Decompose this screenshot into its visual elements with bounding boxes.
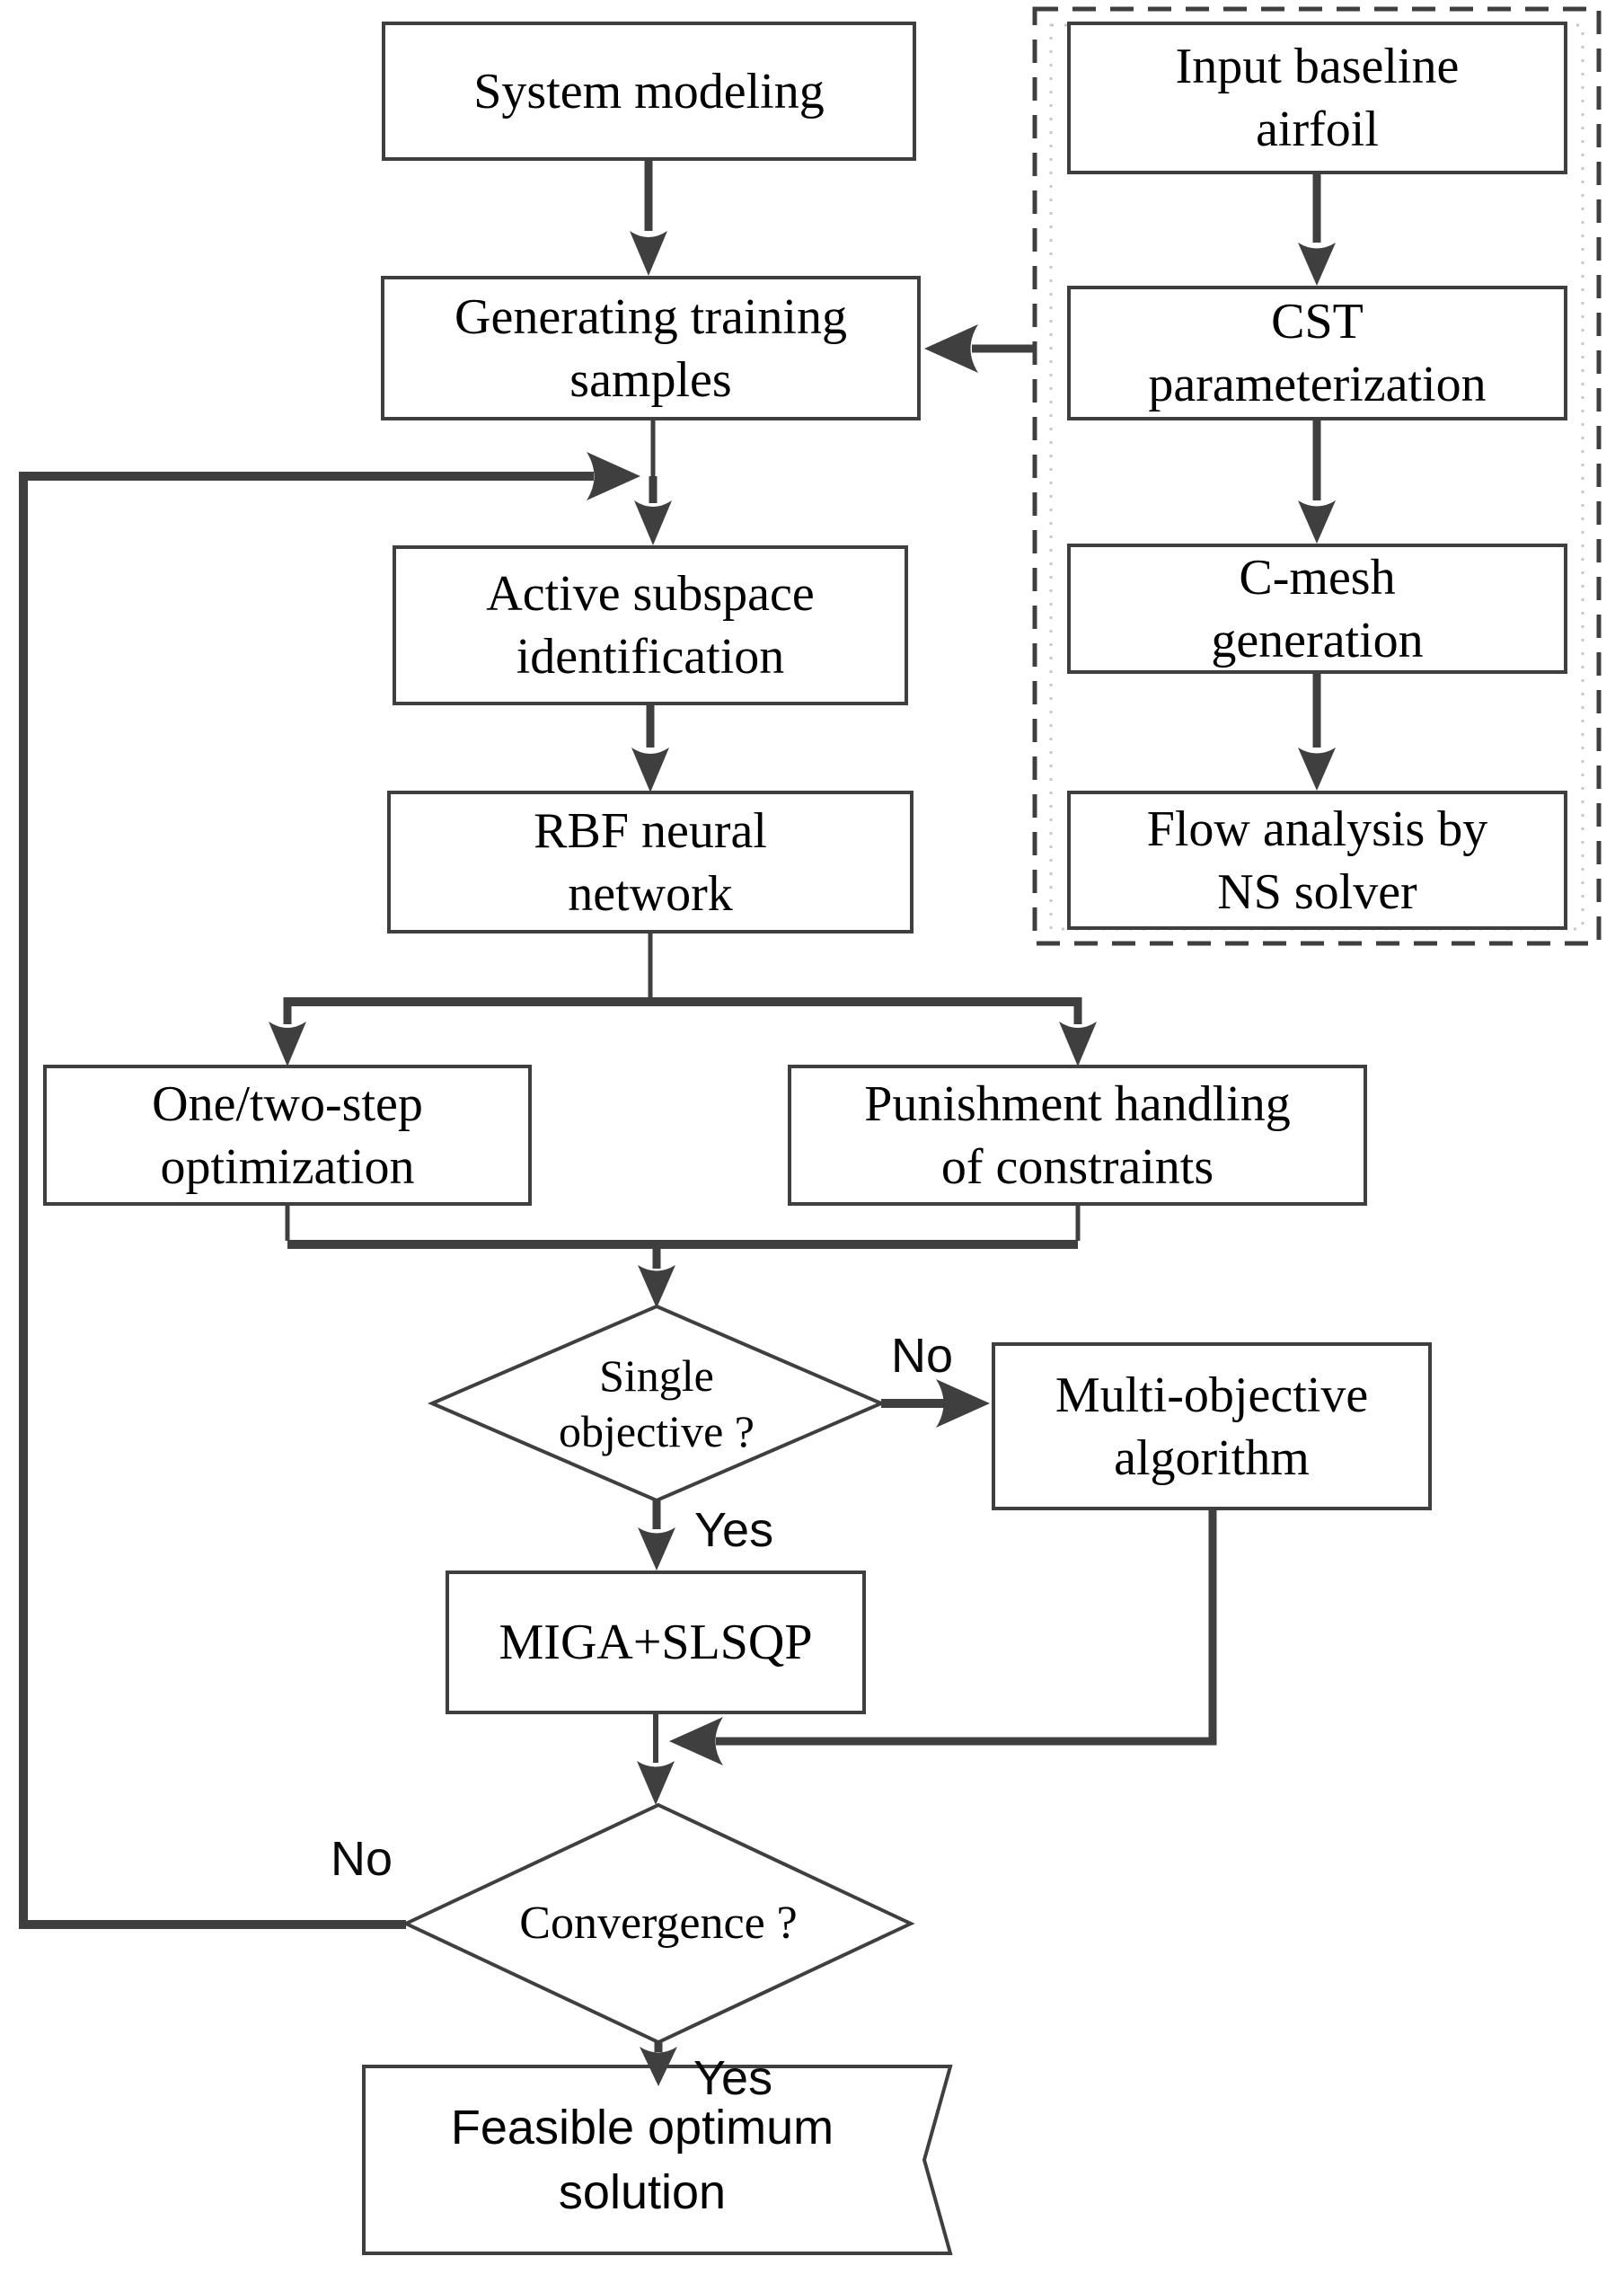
arrowhead-convergence-to-flag xyxy=(640,2047,677,2086)
label-convergence-yes: Yes xyxy=(693,2051,773,2105)
multi-objective-return-path xyxy=(716,1510,1217,1746)
arrowhead-split-left xyxy=(269,1022,306,1066)
convergence-diamond xyxy=(402,1802,915,2045)
node-label: Active subspace xyxy=(486,566,815,622)
node-label: C-mesh xyxy=(1239,549,1396,606)
label-single-yes: Yes xyxy=(694,1503,774,1557)
node-label: System modeling xyxy=(473,63,825,119)
cfd-group-dashed-border xyxy=(1032,6,1602,946)
arrowhead-active-to-rbf xyxy=(631,748,669,792)
node-label: Flow analysis by xyxy=(1146,801,1488,857)
node-label: MIGA+SLSQP xyxy=(499,1615,813,1670)
arrowhead-cmesh-to-flow xyxy=(1298,748,1336,791)
convergence-text: Convergence ? xyxy=(519,1898,798,1949)
arrowhead-cfd-to-samples xyxy=(924,324,978,373)
label-convergence-no: No xyxy=(331,1832,393,1886)
node-system-modeling: System modeling xyxy=(382,22,916,161)
cfd-group-inner-dashed-border xyxy=(1049,23,1584,931)
node-miga-slsqp: MIGA+SLSQP xyxy=(446,1571,866,1714)
arrowhead-merge-to-single xyxy=(638,1265,675,1308)
node-label: Generating training xyxy=(455,288,847,345)
arrowhead-miga-to-convergence xyxy=(637,1761,675,1805)
loopback-path xyxy=(19,472,594,1929)
arrowhead-input-to-cst xyxy=(1298,243,1336,286)
node-label: One/two-step xyxy=(152,1075,423,1132)
arrowhead-loopback-junction xyxy=(587,452,640,500)
arrowhead-system-to-samples xyxy=(630,231,667,276)
node-label: Input baseline xyxy=(1175,39,1460,94)
feasible-optimum-flag xyxy=(362,2065,953,2255)
arrowhead-multi-return xyxy=(669,1717,723,1765)
single-objective-diamond xyxy=(427,1304,887,1503)
node-label: Multi-objective xyxy=(1055,1367,1369,1423)
node-label: CST xyxy=(1271,294,1364,350)
arrowhead-cst-to-cmesh xyxy=(1298,500,1336,544)
arrowhead-no-to-multi xyxy=(936,1379,990,1428)
arrowhead-junction-to-active xyxy=(634,500,672,545)
node-label: RBF neural xyxy=(534,802,767,859)
arrowhead-split-right xyxy=(1059,1022,1097,1066)
node-label: Punishment handling xyxy=(864,1075,1291,1132)
arrowhead-yes-to-miga xyxy=(638,1527,675,1571)
label-single-no: No xyxy=(891,1329,954,1383)
